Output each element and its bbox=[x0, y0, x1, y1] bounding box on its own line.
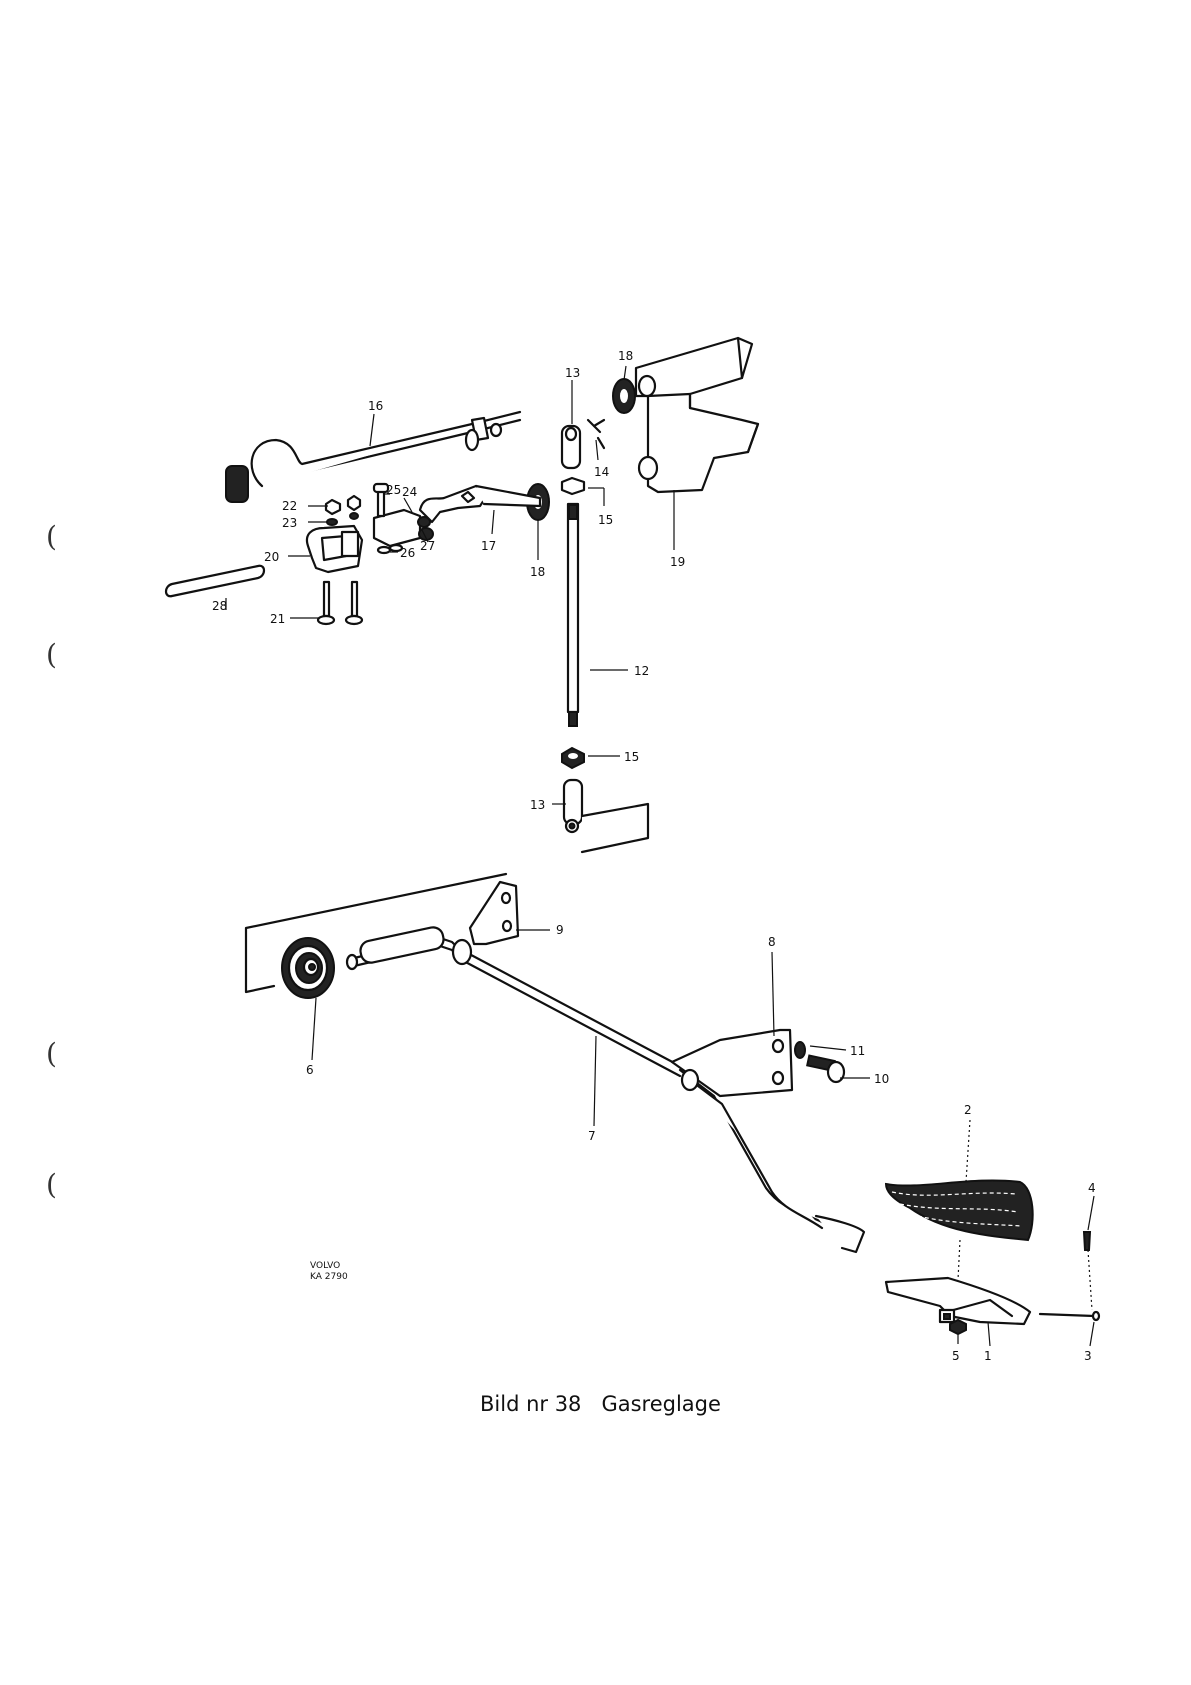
part-19-pedal-bracket bbox=[634, 336, 760, 494]
callout-22: 22 bbox=[282, 499, 297, 513]
part-1-pedal-plate bbox=[884, 1276, 1032, 1326]
figure-number: Bild nr 38 bbox=[480, 1392, 582, 1416]
firewall-panel-lower bbox=[244, 872, 508, 994]
callout-labels: 16 13 18 14 15 19 18 17 12 15 13 22 23 2… bbox=[212, 349, 1096, 1363]
callout-2: 2 bbox=[964, 1103, 972, 1117]
part-10-bolt bbox=[806, 1054, 846, 1084]
part-5-nut bbox=[949, 1318, 967, 1336]
part-7-pedal-shaft bbox=[345, 926, 866, 1254]
callout-16: 16 bbox=[368, 399, 383, 413]
callout-13-upper: 13 bbox=[565, 366, 580, 380]
callout-17: 17 bbox=[481, 539, 496, 553]
part-6-rubber-boot bbox=[281, 937, 335, 999]
callout-20: 20 bbox=[264, 550, 279, 564]
part-22-23-nuts-washers bbox=[324, 494, 362, 526]
part-21-screws bbox=[316, 580, 364, 626]
part-2-pedal-pad bbox=[884, 1179, 1034, 1242]
part-17-lever bbox=[418, 484, 542, 524]
binder-mark: ( bbox=[46, 1037, 57, 1070]
callout-18-lower: 18 bbox=[530, 565, 545, 579]
part-14-cotter-pin bbox=[586, 418, 606, 450]
callout-13-lower: 13 bbox=[530, 798, 545, 812]
callout-7: 7 bbox=[588, 1129, 596, 1143]
part-12-rod bbox=[566, 502, 580, 727]
callout-4: 4 bbox=[1088, 1181, 1096, 1195]
part-24-27-clamp bbox=[372, 482, 434, 555]
callout-10: 10 bbox=[874, 1072, 889, 1086]
callout-21: 21 bbox=[270, 612, 285, 626]
part-3-pin bbox=[1038, 1310, 1101, 1322]
callout-8: 8 bbox=[768, 935, 776, 949]
stamp-code: KA 2790 bbox=[310, 1272, 348, 1282]
part-4-screw bbox=[1082, 1231, 1092, 1251]
stamp-maker: VOLVO bbox=[310, 1261, 340, 1271]
callout-15-lower: 15 bbox=[624, 750, 639, 764]
figure-title: Gasreglage bbox=[601, 1392, 721, 1416]
callout-3: 3 bbox=[1084, 1349, 1092, 1363]
callout-11: 11 bbox=[850, 1044, 865, 1058]
part-8-lever-bracket bbox=[670, 1028, 794, 1098]
part-11-washer bbox=[794, 1041, 806, 1059]
callout-26: 26 bbox=[400, 546, 415, 560]
binder-mark: ( bbox=[46, 638, 57, 671]
callout-24: 24 bbox=[402, 485, 417, 499]
callout-5: 5 bbox=[952, 1349, 960, 1363]
callout-18-upper: 18 bbox=[618, 349, 633, 363]
binder-mark: ( bbox=[46, 520, 57, 553]
callout-14: 14 bbox=[594, 465, 609, 479]
callout-27: 27 bbox=[420, 539, 435, 553]
part-28-hose bbox=[164, 564, 266, 598]
callout-6: 6 bbox=[306, 1063, 314, 1077]
figure-caption: Bild nr 38 Gasreglage bbox=[480, 1392, 721, 1416]
callout-25: 25 bbox=[386, 483, 401, 497]
callout-15-upper: 15 bbox=[598, 513, 613, 527]
callout-12: 12 bbox=[634, 664, 649, 678]
part-13-rod-end-lower bbox=[562, 778, 584, 834]
callout-19: 19 bbox=[670, 555, 685, 569]
callout-1: 1 bbox=[984, 1349, 992, 1363]
leader-lines bbox=[225, 365, 1095, 1347]
part-20-bracket bbox=[305, 524, 364, 574]
part-9-bracket bbox=[468, 880, 520, 946]
part-16-throttle-shaft bbox=[225, 410, 522, 503]
callout-28: 28 bbox=[212, 599, 227, 613]
part-18-bushing-upper bbox=[612, 378, 636, 414]
firewall-panel-upper bbox=[580, 802, 650, 854]
part-13-rod-end-upper bbox=[560, 424, 582, 470]
part-15-nut-upper bbox=[560, 476, 586, 496]
callout-23: 23 bbox=[282, 516, 297, 530]
part-15-nut-lower bbox=[561, 746, 585, 770]
callout-9: 9 bbox=[556, 923, 564, 937]
binder-mark: ( bbox=[46, 1168, 57, 1201]
